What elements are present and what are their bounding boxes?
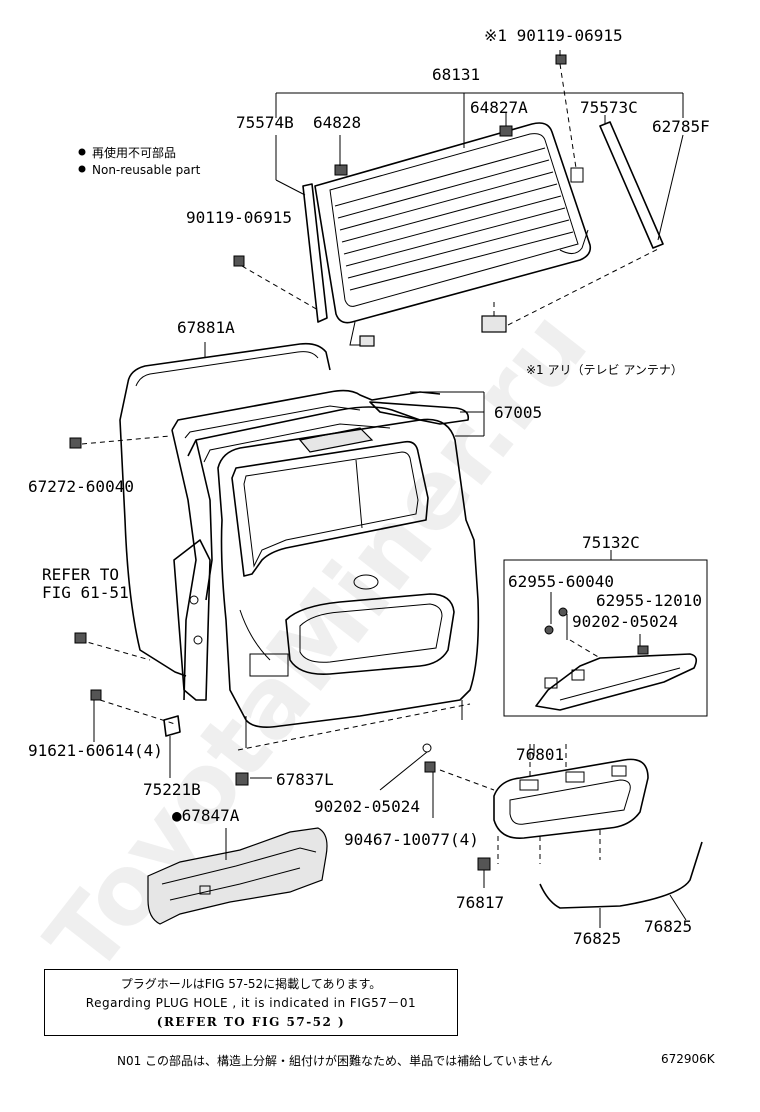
- label-68131: 68131: [432, 65, 480, 84]
- legend-bullet: [78, 148, 86, 156]
- label-67847A: ●67847A: [172, 806, 240, 825]
- label-90119-06915-b: 90119-06915: [186, 208, 292, 227]
- high-mount-stop-lamp: [535, 653, 698, 711]
- label-refer-to: REFER TO: [42, 565, 119, 584]
- label-62785F: 62785F: [652, 117, 710, 136]
- plug-refer-fig-61-51: [74, 632, 87, 644]
- clip-76817: [477, 857, 491, 871]
- antenna-connector: [570, 167, 584, 183]
- box-75132C: [503, 559, 708, 717]
- label-64828: 64828: [313, 113, 361, 132]
- label-75221B: 75221B: [143, 780, 201, 799]
- legend-en: Non-reusable part: [92, 163, 201, 177]
- moulding-75573C: [599, 121, 664, 249]
- label-62955-60040: 62955-60040: [508, 572, 614, 591]
- label-90202-05024-a: 90202-05024: [572, 612, 678, 631]
- clip-90467-10077: [424, 761, 436, 773]
- legend-jp: 再使用不可部品: [92, 145, 176, 160]
- screw-62955-60040: [544, 625, 554, 635]
- moulding-75574B: [302, 183, 328, 323]
- cap-67837L: [235, 772, 249, 786]
- legend-bullet: [78, 165, 86, 173]
- watermark: ToyotaMiner.ru: [25, 290, 609, 994]
- label-62955-12010: 62955-12010: [596, 591, 702, 610]
- label-90467-10077: 90467-10077(4): [344, 830, 479, 849]
- leader-lines-top: [275, 50, 684, 241]
- screw-90202-05024-b: [422, 743, 432, 753]
- antenna-note: ※1 アリ（テレビ アンテナ）: [526, 363, 683, 377]
- screw-62955-12010: [558, 607, 568, 617]
- bracket-75221B: [163, 715, 181, 737]
- diagram-code: 672906K: [661, 1052, 715, 1066]
- label-76825-a: 76825: [644, 917, 692, 936]
- plug-hole-note-box: プラグホールはFIG 57-52に掲載してあります。 Regarding PLU…: [44, 969, 458, 1036]
- label-67881A: 67881A: [177, 318, 235, 337]
- label-67005: 67005: [494, 403, 542, 422]
- back-window-glass: [314, 122, 592, 347]
- note-jp: プラグホールはFIG 57-52に掲載してあります。: [120, 977, 382, 991]
- label-75132C: 75132C: [582, 533, 640, 552]
- footer-note: N01 この部品は、構造上分解・組付けが困難なため、単品では補給していません: [117, 1054, 553, 1068]
- inner-cover-67847A: [147, 827, 328, 925]
- garnish-76801: [493, 758, 649, 839]
- label-75573C: 75573C: [580, 98, 638, 117]
- bolt-90119-06915-b: [233, 255, 245, 267]
- screw-90202-05024-a: [637, 645, 649, 655]
- note-en: Regarding PLUG HOLE , it is indicated in…: [85, 996, 417, 1010]
- cushion-67272-60040: [69, 437, 82, 449]
- back-door-panel-67005: [171, 389, 480, 748]
- clip-64828: [334, 164, 348, 176]
- label-91621-60614: 91621-60614(4): [28, 741, 163, 760]
- moulding-76825: [539, 841, 703, 909]
- note-ref: (REFER TO FIG 57-52 ): [156, 1015, 346, 1029]
- screw-91621-60614: [90, 689, 102, 701]
- clip-64827A: [499, 125, 513, 137]
- label-90202-05024-b: 90202-05024: [314, 797, 420, 816]
- label-67837L: 67837L: [276, 770, 334, 789]
- label-90119-06915: ※1 90119-06915: [484, 26, 623, 45]
- label-75574B: 75574B: [236, 113, 294, 132]
- label-67272-60040: 67272-60040: [28, 477, 134, 496]
- label-fig-61-51: FIG 61-51: [42, 583, 129, 602]
- weatherstrip-67881A: [119, 342, 331, 677]
- label-76801: 76801: [516, 745, 564, 764]
- label-76825-b: 76825: [573, 929, 621, 948]
- label-64827A: 64827A: [470, 98, 528, 117]
- bolt-90119-06915: [555, 54, 567, 65]
- label-76817: 76817: [456, 893, 504, 912]
